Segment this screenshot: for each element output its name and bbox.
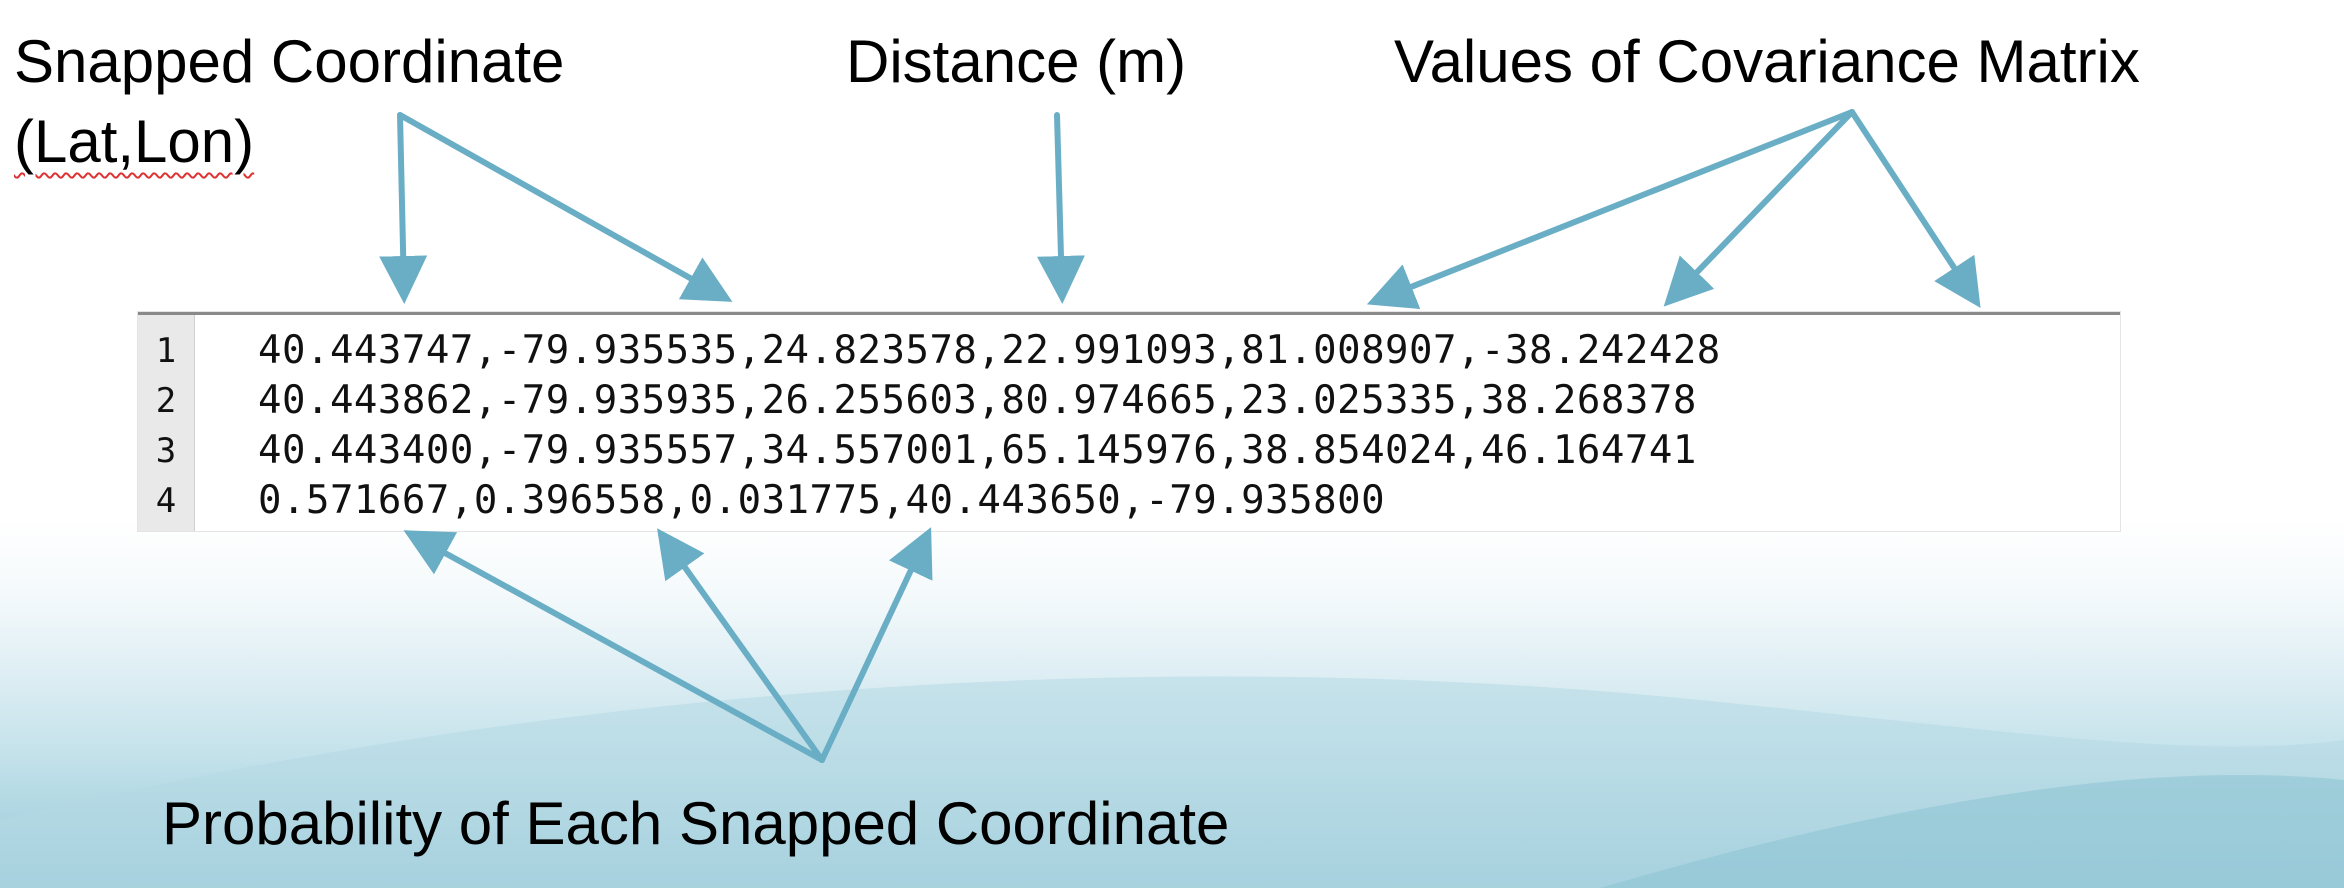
line-text: 0.571667,0.396558,0.031775,40.443650,-79… [258,478,1386,523]
arrow-covariance-3 [1849,109,1981,309]
line-number: 2 [155,381,177,421]
line-number-gutter [138,315,195,531]
probability-label: Probability of Each Snapped Coordinate [162,790,1230,857]
arrow-probability-1 [403,530,825,763]
line-text: 40.443747,-79.935535,24.823578,22.991093… [258,328,1721,373]
snapped-coordinate-label: Snapped Coordinate [14,28,565,95]
code-line: 4 0.571667,0.396558,0.031775,40.443650,-… [138,475,2120,527]
arrow-covariance-1 [1366,109,1855,310]
lat-lon-text: (Lat,Lon) [14,108,255,175]
distance-label: Distance (m) [846,28,1187,95]
line-text: 40.443400,-79.935557,34.557001,65.145976… [258,428,1697,473]
code-listing: 1 40.443747,-79.935535,24.823578,22.9910… [138,312,2120,531]
code-line: 3 40.443400,-79.935557,34.557001,65.1459… [138,425,2120,477]
covariance-label: Values of Covariance Matrix [1394,28,2140,95]
arrow-probability-2 [657,528,825,763]
line-text: 40.443862,-79.935935,26.255603,80.974665… [258,378,1697,423]
arrow-covariance-2 [1663,109,1855,307]
line-number: 3 [155,431,177,471]
code-line: 1 40.443747,-79.935535,24.823578,22.9910… [138,325,2120,377]
line-number: 4 [155,481,177,521]
arrow-probability-3 [819,527,933,763]
arrow-distance [1036,112,1085,304]
lat-lon-label: (Lat,Lon) [14,110,254,174]
arrow-snapped-lat [379,112,428,304]
arrow-snapped-lon [397,112,733,302]
line-number: 1 [155,331,177,371]
code-line: 2 40.443862,-79.935935,26.255603,80.9746… [138,375,2120,427]
